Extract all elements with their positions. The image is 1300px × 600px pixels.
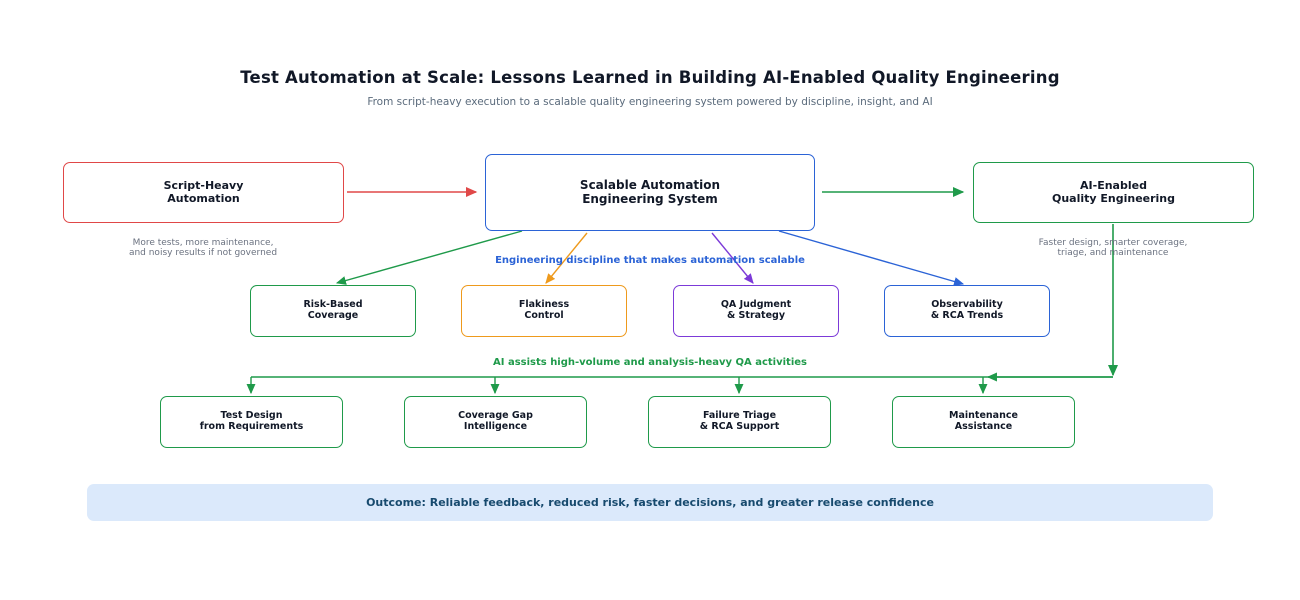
qa-judgment-strategy-box: QA Judgment & Strategy	[673, 285, 839, 337]
arrow-to-flakiness-control	[545, 232, 588, 284]
ai-assists-label: AI assists high-volume and analysis-heav…	[493, 357, 807, 368]
outcome-banner: Outcome: Reliable feedback, reduced risk…	[87, 484, 1213, 521]
failure-triage-rca-box: Failure Triage & RCA Support	[648, 396, 831, 448]
observability-rca-trends-box: Observability & RCA Trends	[884, 285, 1050, 337]
coverage-gap-intelligence-box: Coverage Gap Intelligence	[404, 396, 587, 448]
diagram-subtitle: From script-heavy execution to a scalabl…	[367, 96, 933, 108]
diagram-title: Test Automation at Scale: Lessons Learne…	[240, 68, 1060, 87]
arrow-to-observability	[778, 230, 965, 286]
flakiness-control-box: Flakiness Control	[461, 285, 627, 337]
maintenance-assistance-box: Maintenance Assistance	[892, 396, 1075, 448]
script-heavy-note: More tests, more maintenance, and noisy …	[128, 238, 278, 258]
scalable-automation-system-box: Scalable Automation Engineering System	[485, 154, 815, 231]
ai-enabled-quality-engineering-box: AI-Enabled Quality Engineering	[973, 162, 1254, 223]
engineering-discipline-label: Engineering discipline that makes automa…	[495, 255, 805, 266]
arrow-to-risk-based-coverage	[335, 230, 523, 285]
ai-enabled-note: Faster design, smarter coverage, triage,…	[1038, 238, 1188, 258]
script-heavy-automation-box: Script-Heavy Automation	[63, 162, 344, 223]
arrow-to-qa-judgment	[711, 232, 754, 284]
test-design-box: Test Design from Requirements	[160, 396, 343, 448]
risk-based-coverage-box: Risk-Based Coverage	[250, 285, 416, 337]
